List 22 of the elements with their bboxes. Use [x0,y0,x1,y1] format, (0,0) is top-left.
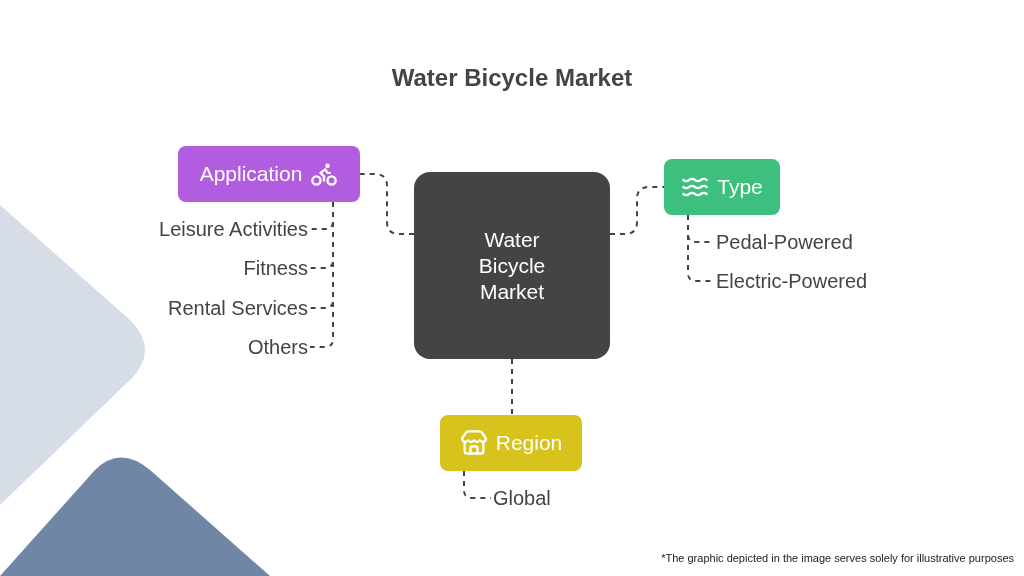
footnote: *The graphic depicted in the image serves solely for illustrative purposes [661,551,1014,566]
category-box [178,146,360,202]
hub-title: Water Bicycle Market [477,226,547,305]
category-label: Type [717,174,763,201]
connector-line [609,186,665,235]
item-text: Fitness [243,255,308,281]
connector-line [309,201,334,348]
category-label: Region [495,430,563,457]
connector-line [511,358,513,416]
item-text: Others [247,334,308,360]
item-text: Pedal-Powered [716,229,853,255]
item-text: Electric-Powered [716,268,868,294]
category-label: Application [199,161,303,188]
center-box [414,172,610,359]
item-text: Global [493,485,551,511]
title: Water Bicycle Market [390,63,634,93]
item-text: Rental Services [167,295,308,321]
item-text: Leisure Activities [159,216,308,242]
connector-line [463,470,492,499]
connector-line [359,173,415,235]
category-box [440,415,582,471]
category-box [664,159,780,215]
